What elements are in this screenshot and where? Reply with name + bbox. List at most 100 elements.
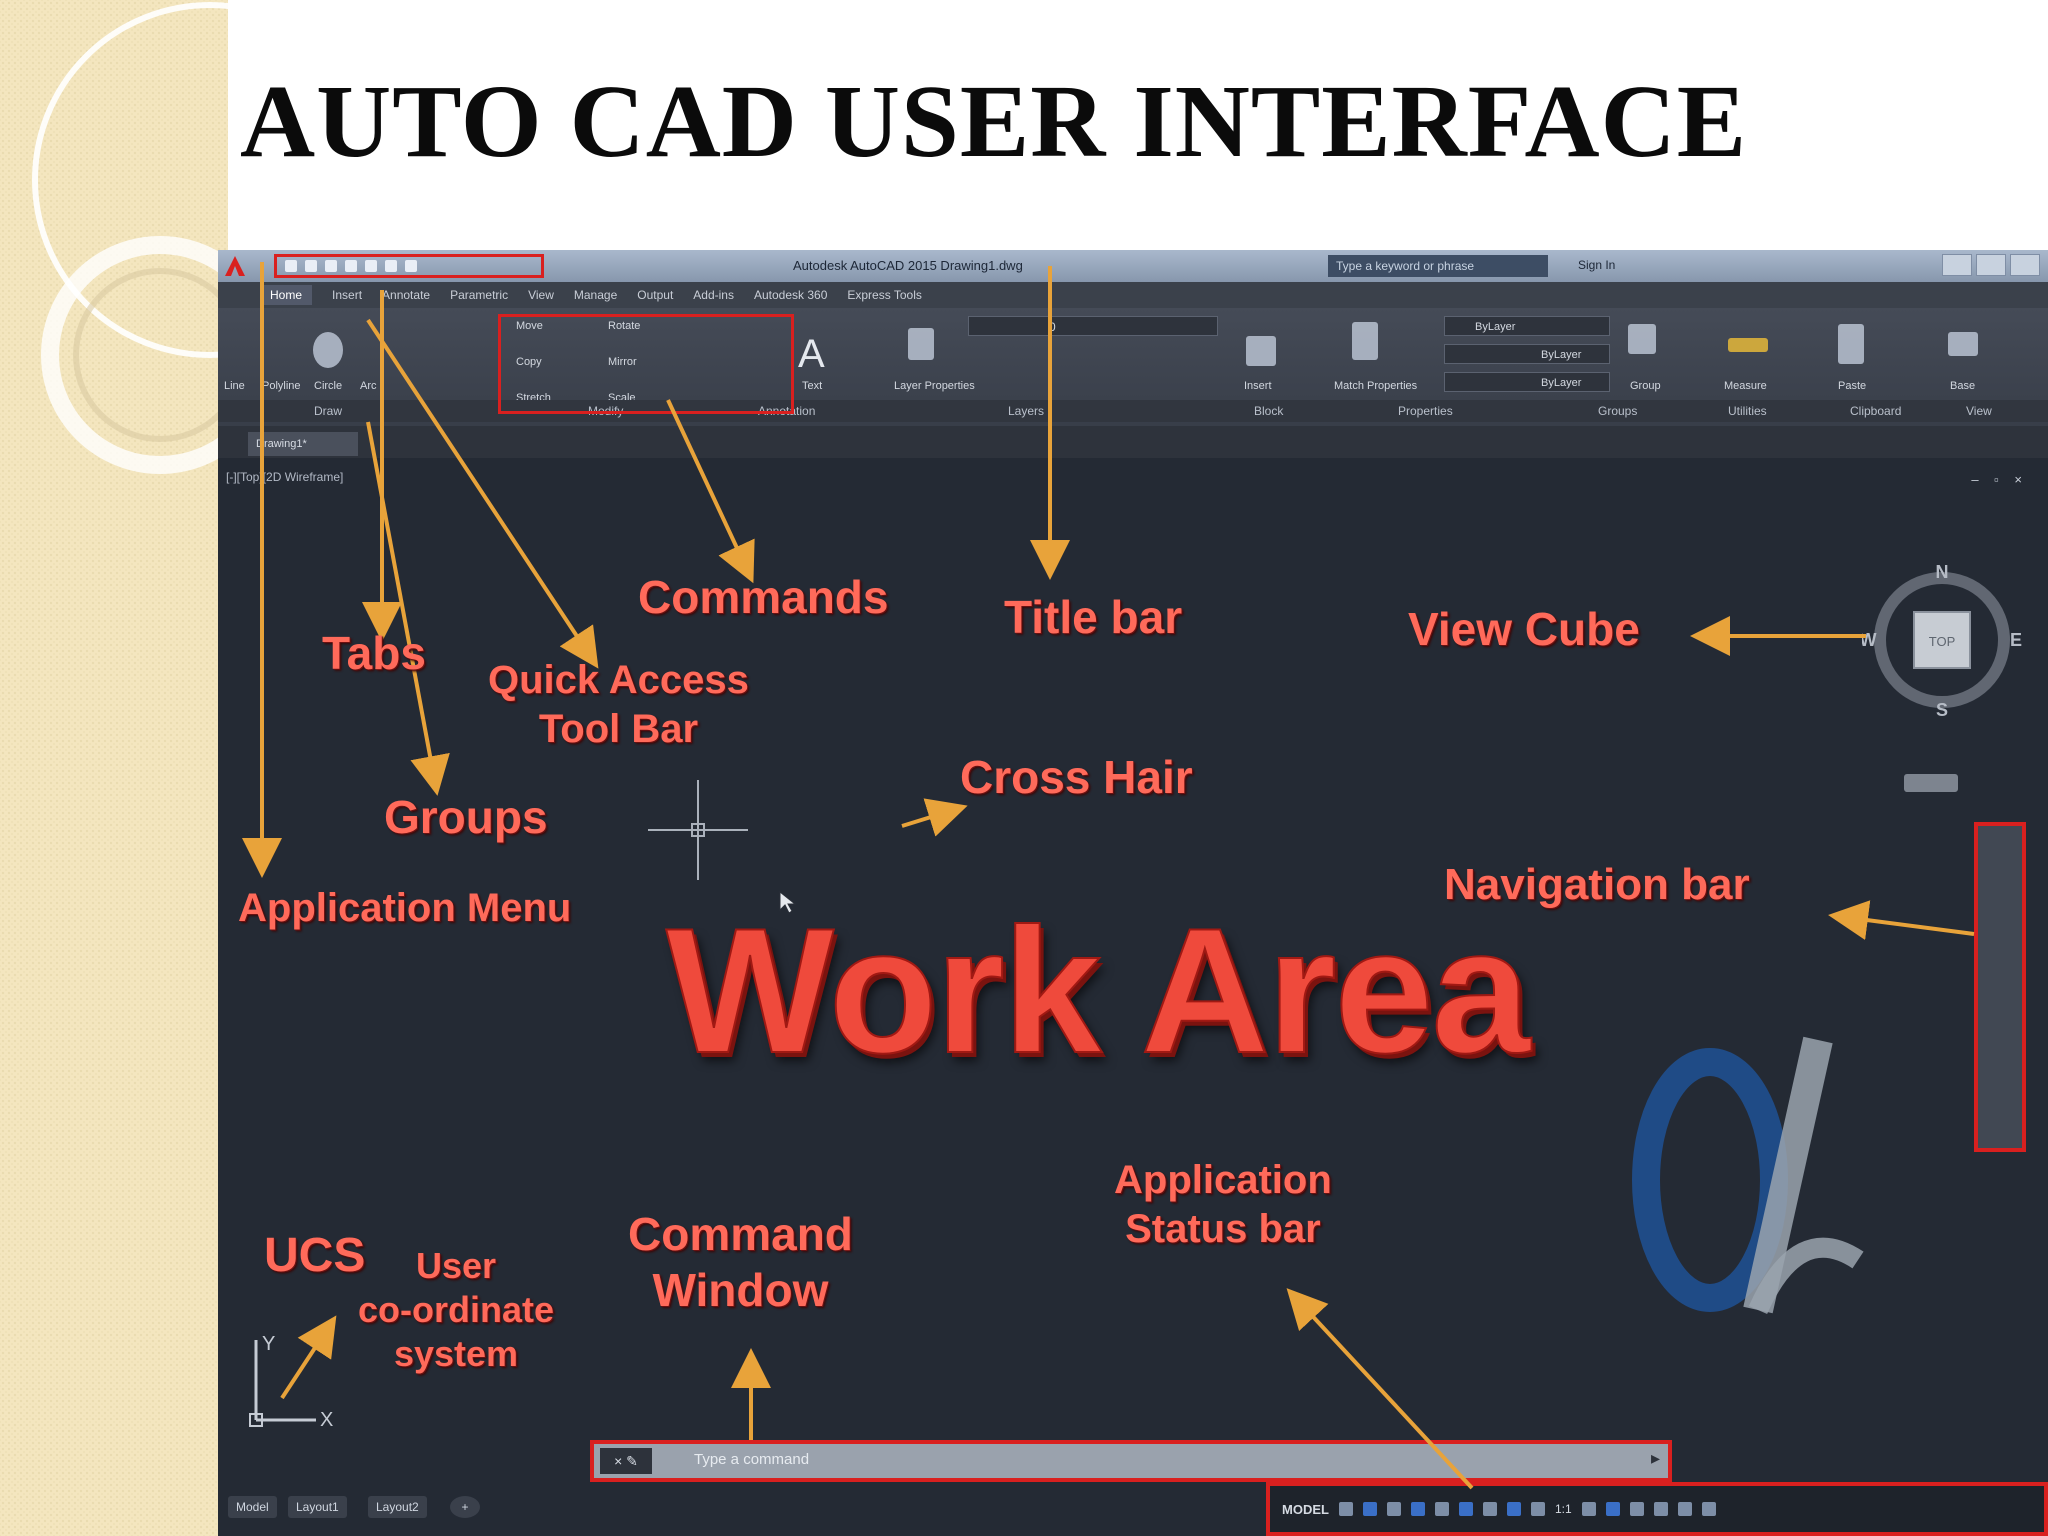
base-tool[interactable]: Base <box>1950 380 1976 392</box>
maximize-button[interactable] <box>1976 254 2006 276</box>
viewport-window-controls[interactable]: – ▫ × <box>1971 472 2028 487</box>
otrack-icon[interactable] <box>1458 1502 1473 1516</box>
ribbon-tab-add-ins[interactable]: Add-ins <box>693 288 734 302</box>
lineweight-dropdown[interactable]: ByLayer <box>1444 372 1610 392</box>
new-icon[interactable] <box>285 260 297 272</box>
layout1-tab[interactable]: Layout1 <box>288 1496 347 1518</box>
layer-dropdown[interactable]: 0 <box>968 316 1218 336</box>
layer-properties-icon[interactable] <box>908 328 934 360</box>
grid-icon[interactable] <box>1338 1502 1353 1516</box>
annotation-monitor-icon[interactable] <box>1605 1502 1620 1516</box>
circle-tool-icon[interactable] <box>313 332 343 368</box>
polar-icon[interactable] <box>1410 1502 1425 1516</box>
minimize-button[interactable] <box>1942 254 1972 276</box>
redo-icon[interactable] <box>405 260 417 272</box>
insert-tool[interactable]: Insert <box>1244 380 1272 392</box>
workspace-gear-icon[interactable] <box>1581 1502 1596 1516</box>
model-space-toggle[interactable]: MODEL <box>1282 1501 1329 1517</box>
lineweight-icon[interactable] <box>1482 1502 1497 1516</box>
line-tool[interactable]: Line <box>224 380 245 392</box>
ribbon-group-label-layers[interactable]: Layers <box>1008 404 1045 418</box>
paste-icon[interactable] <box>1838 324 1864 364</box>
sign-in-button[interactable]: Sign In <box>1578 258 1616 272</box>
ribbon-tab-home[interactable]: Home <box>260 285 313 305</box>
application-menu-button[interactable] <box>224 254 246 278</box>
isolate-objects-icon[interactable] <box>1629 1502 1644 1516</box>
ribbon-group-label-groups[interactable]: Groups <box>1598 404 1638 418</box>
snap-icon[interactable] <box>1362 1502 1377 1516</box>
ortho-icon[interactable] <box>1386 1502 1401 1516</box>
color-dropdown[interactable]: ByLayer <box>1444 316 1610 336</box>
polyline-tool[interactable]: Polyline <box>262 380 301 392</box>
quick-access-annotation-line2: Tool Bar <box>538 706 699 751</box>
annotation-scale[interactable]: 1:1 <box>1554 1502 1572 1516</box>
wcs-dropdown[interactable] <box>1904 774 1958 792</box>
ribbon-group-label-view[interactable]: View <box>1966 404 1992 418</box>
ribbon-tab-row: Home Insert Annotate Parametric View Manage Ou… <box>218 282 2048 308</box>
plot-icon[interactable] <box>365 260 377 272</box>
viewport-controls-label[interactable]: [-][Top][2D Wireframe] <box>226 470 344 484</box>
base-view-icon[interactable] <box>1948 332 1978 356</box>
group-icon[interactable] <box>1628 324 1656 354</box>
ribbon-group-label-block[interactable]: Block <box>1254 404 1284 418</box>
customize-menu-icon[interactable] <box>1701 1502 1716 1516</box>
linetype-dropdown[interactable]: ByLayer <box>1444 344 1610 364</box>
paste-tool[interactable]: Paste <box>1838 380 1867 392</box>
ribbon-tab-express-tools[interactable]: Express Tools <box>847 288 922 302</box>
quick-access-annotation-line1: Quick Access <box>488 658 749 702</box>
annotation-visibility-icon[interactable] <box>1506 1502 1521 1516</box>
command-window[interactable]: × ✎ Type a command ▸ <box>590 1440 1672 1482</box>
close-button[interactable] <box>2010 254 2040 276</box>
ribbon-group-label-properties[interactable]: Properties <box>1398 404 1453 418</box>
circle-tool[interactable]: Circle <box>314 380 343 392</box>
text-tool-icon[interactable]: A <box>798 332 825 376</box>
crosshair-cursor <box>648 780 748 880</box>
open-icon[interactable] <box>305 260 317 272</box>
ribbon-group-label-draw[interactable]: Draw <box>314 404 343 418</box>
ribbon-group-label-utilities[interactable]: Utilities <box>1728 404 1767 418</box>
insert-block-icon[interactable] <box>1246 336 1276 366</box>
layout2-tab[interactable]: Layout2 <box>368 1496 427 1518</box>
autoscale-icon[interactable] <box>1530 1502 1545 1516</box>
match-properties-icon[interactable] <box>1352 322 1378 360</box>
save-as-icon[interactable] <box>345 260 357 272</box>
ribbon-tab-insert[interactable]: Insert <box>332 288 363 302</box>
rotate-tool[interactable]: Rotate <box>608 320 641 332</box>
command-history-arrow-icon[interactable]: ▸ <box>1650 1448 1660 1468</box>
ribbon-tab-annotate[interactable]: Annotate <box>382 288 431 302</box>
add-layout-button[interactable]: + <box>450 1496 480 1518</box>
ribbon-tab-parametric[interactable]: Parametric <box>450 288 509 302</box>
ribbon-tab-autodesk-360[interactable]: Autodesk 360 <box>753 288 828 302</box>
document-tab[interactable]: Drawing1* <box>248 432 358 456</box>
match-properties-tool[interactable]: Match Properties <box>1334 380 1418 392</box>
ribbon-group-label-clipboard[interactable]: Clipboard <box>1850 404 1902 418</box>
group-tool[interactable]: Group <box>1630 380 1661 392</box>
ribbon-tab-view[interactable]: View <box>528 288 554 302</box>
user-coord-annotation-line1: User <box>415 1245 497 1286</box>
hardware-acceleration-icon[interactable] <box>1653 1502 1668 1516</box>
navigation-bar[interactable] <box>1974 822 2026 1152</box>
title-bar-annotation: Title bar <box>1004 591 1183 643</box>
model-tab[interactable]: Model <box>228 1496 277 1518</box>
compass-north-label: N <box>1936 562 1949 582</box>
save-icon[interactable] <box>325 260 337 272</box>
user-coord-annotation-line2: co-ordinate <box>358 1288 555 1330</box>
mirror-tool[interactable]: Mirror <box>608 356 637 368</box>
quick-access-annotation: Quick Access Tool Bar <box>488 656 749 754</box>
measure-tool[interactable]: Measure <box>1724 380 1767 392</box>
command-input[interactable]: Type a command <box>694 1451 810 1468</box>
search-input[interactable]: Type a keyword or phrase <box>1328 255 1548 277</box>
layer-properties-tool[interactable]: Layer Properties <box>894 380 975 392</box>
undo-icon[interactable] <box>385 260 397 272</box>
text-tool[interactable]: Text <box>802 380 823 392</box>
osnap-icon[interactable] <box>1434 1502 1449 1516</box>
view-cube[interactable]: TOP N S E W <box>1862 560 2022 720</box>
command-window-close-icon[interactable]: × ✎ <box>600 1448 652 1474</box>
ribbon-tab-manage[interactable]: Manage <box>573 288 618 302</box>
ribbon-tab-output[interactable]: Output <box>637 288 674 302</box>
quick-access-toolbar[interactable] <box>274 254 544 278</box>
arc-tool[interactable]: Arc <box>360 380 377 392</box>
measure-icon[interactable] <box>1728 338 1768 352</box>
clean-screen-icon[interactable] <box>1677 1502 1692 1516</box>
